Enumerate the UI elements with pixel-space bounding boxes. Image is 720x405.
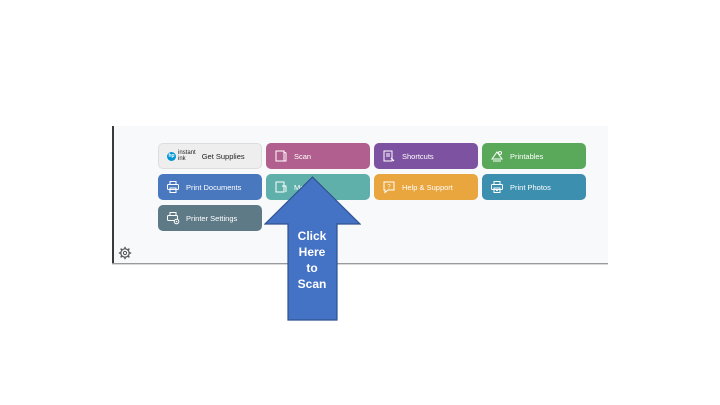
help-icon: ? bbox=[382, 180, 396, 194]
printer-settings-icon bbox=[166, 211, 180, 225]
ink-text: ink bbox=[178, 156, 186, 162]
printer-icon bbox=[166, 180, 180, 194]
panel-bottom-border bbox=[112, 263, 608, 264]
gear-icon[interactable] bbox=[118, 246, 132, 260]
print-photos-button[interactable]: Print Photos bbox=[482, 174, 586, 200]
svg-text:?: ? bbox=[387, 185, 391, 191]
print-photos-label: Print Photos bbox=[510, 182, 551, 192]
printables-icon bbox=[490, 149, 504, 163]
mobile-fax-icon bbox=[274, 180, 288, 194]
click-here-to-scan-callout: Click Here to Scan bbox=[297, 229, 327, 291]
instant-text: instant bbox=[178, 150, 196, 156]
shortcuts-label: Shortcuts bbox=[402, 151, 434, 161]
scan-label: Scan bbox=[294, 151, 312, 161]
photo-printer-icon bbox=[490, 180, 504, 194]
help-support-button[interactable]: ? Help & Support bbox=[374, 174, 478, 200]
panel-left-border bbox=[112, 126, 114, 264]
hp-badge: hp bbox=[167, 151, 176, 161]
printables-button[interactable]: Printables bbox=[482, 143, 586, 169]
printer-settings-button[interactable]: Printer Settings bbox=[158, 205, 262, 231]
help-support-label: Help & Support bbox=[402, 182, 453, 192]
scan-button[interactable]: Scan bbox=[266, 143, 370, 169]
scan-icon bbox=[274, 149, 288, 163]
shortcuts-icon bbox=[382, 149, 396, 163]
printer-settings-label: Printer Settings bbox=[186, 213, 238, 223]
print-documents-button[interactable]: Print Documents bbox=[158, 174, 262, 200]
mobile-fax-label: Mo bbox=[294, 182, 305, 192]
shortcuts-button[interactable]: Shortcuts bbox=[374, 143, 478, 169]
printables-label: Printables bbox=[510, 151, 544, 161]
get-supplies-label: Get Supplies bbox=[201, 151, 245, 161]
up-arrow-icon bbox=[264, 176, 361, 321]
print-documents-label: Print Documents bbox=[186, 182, 242, 192]
